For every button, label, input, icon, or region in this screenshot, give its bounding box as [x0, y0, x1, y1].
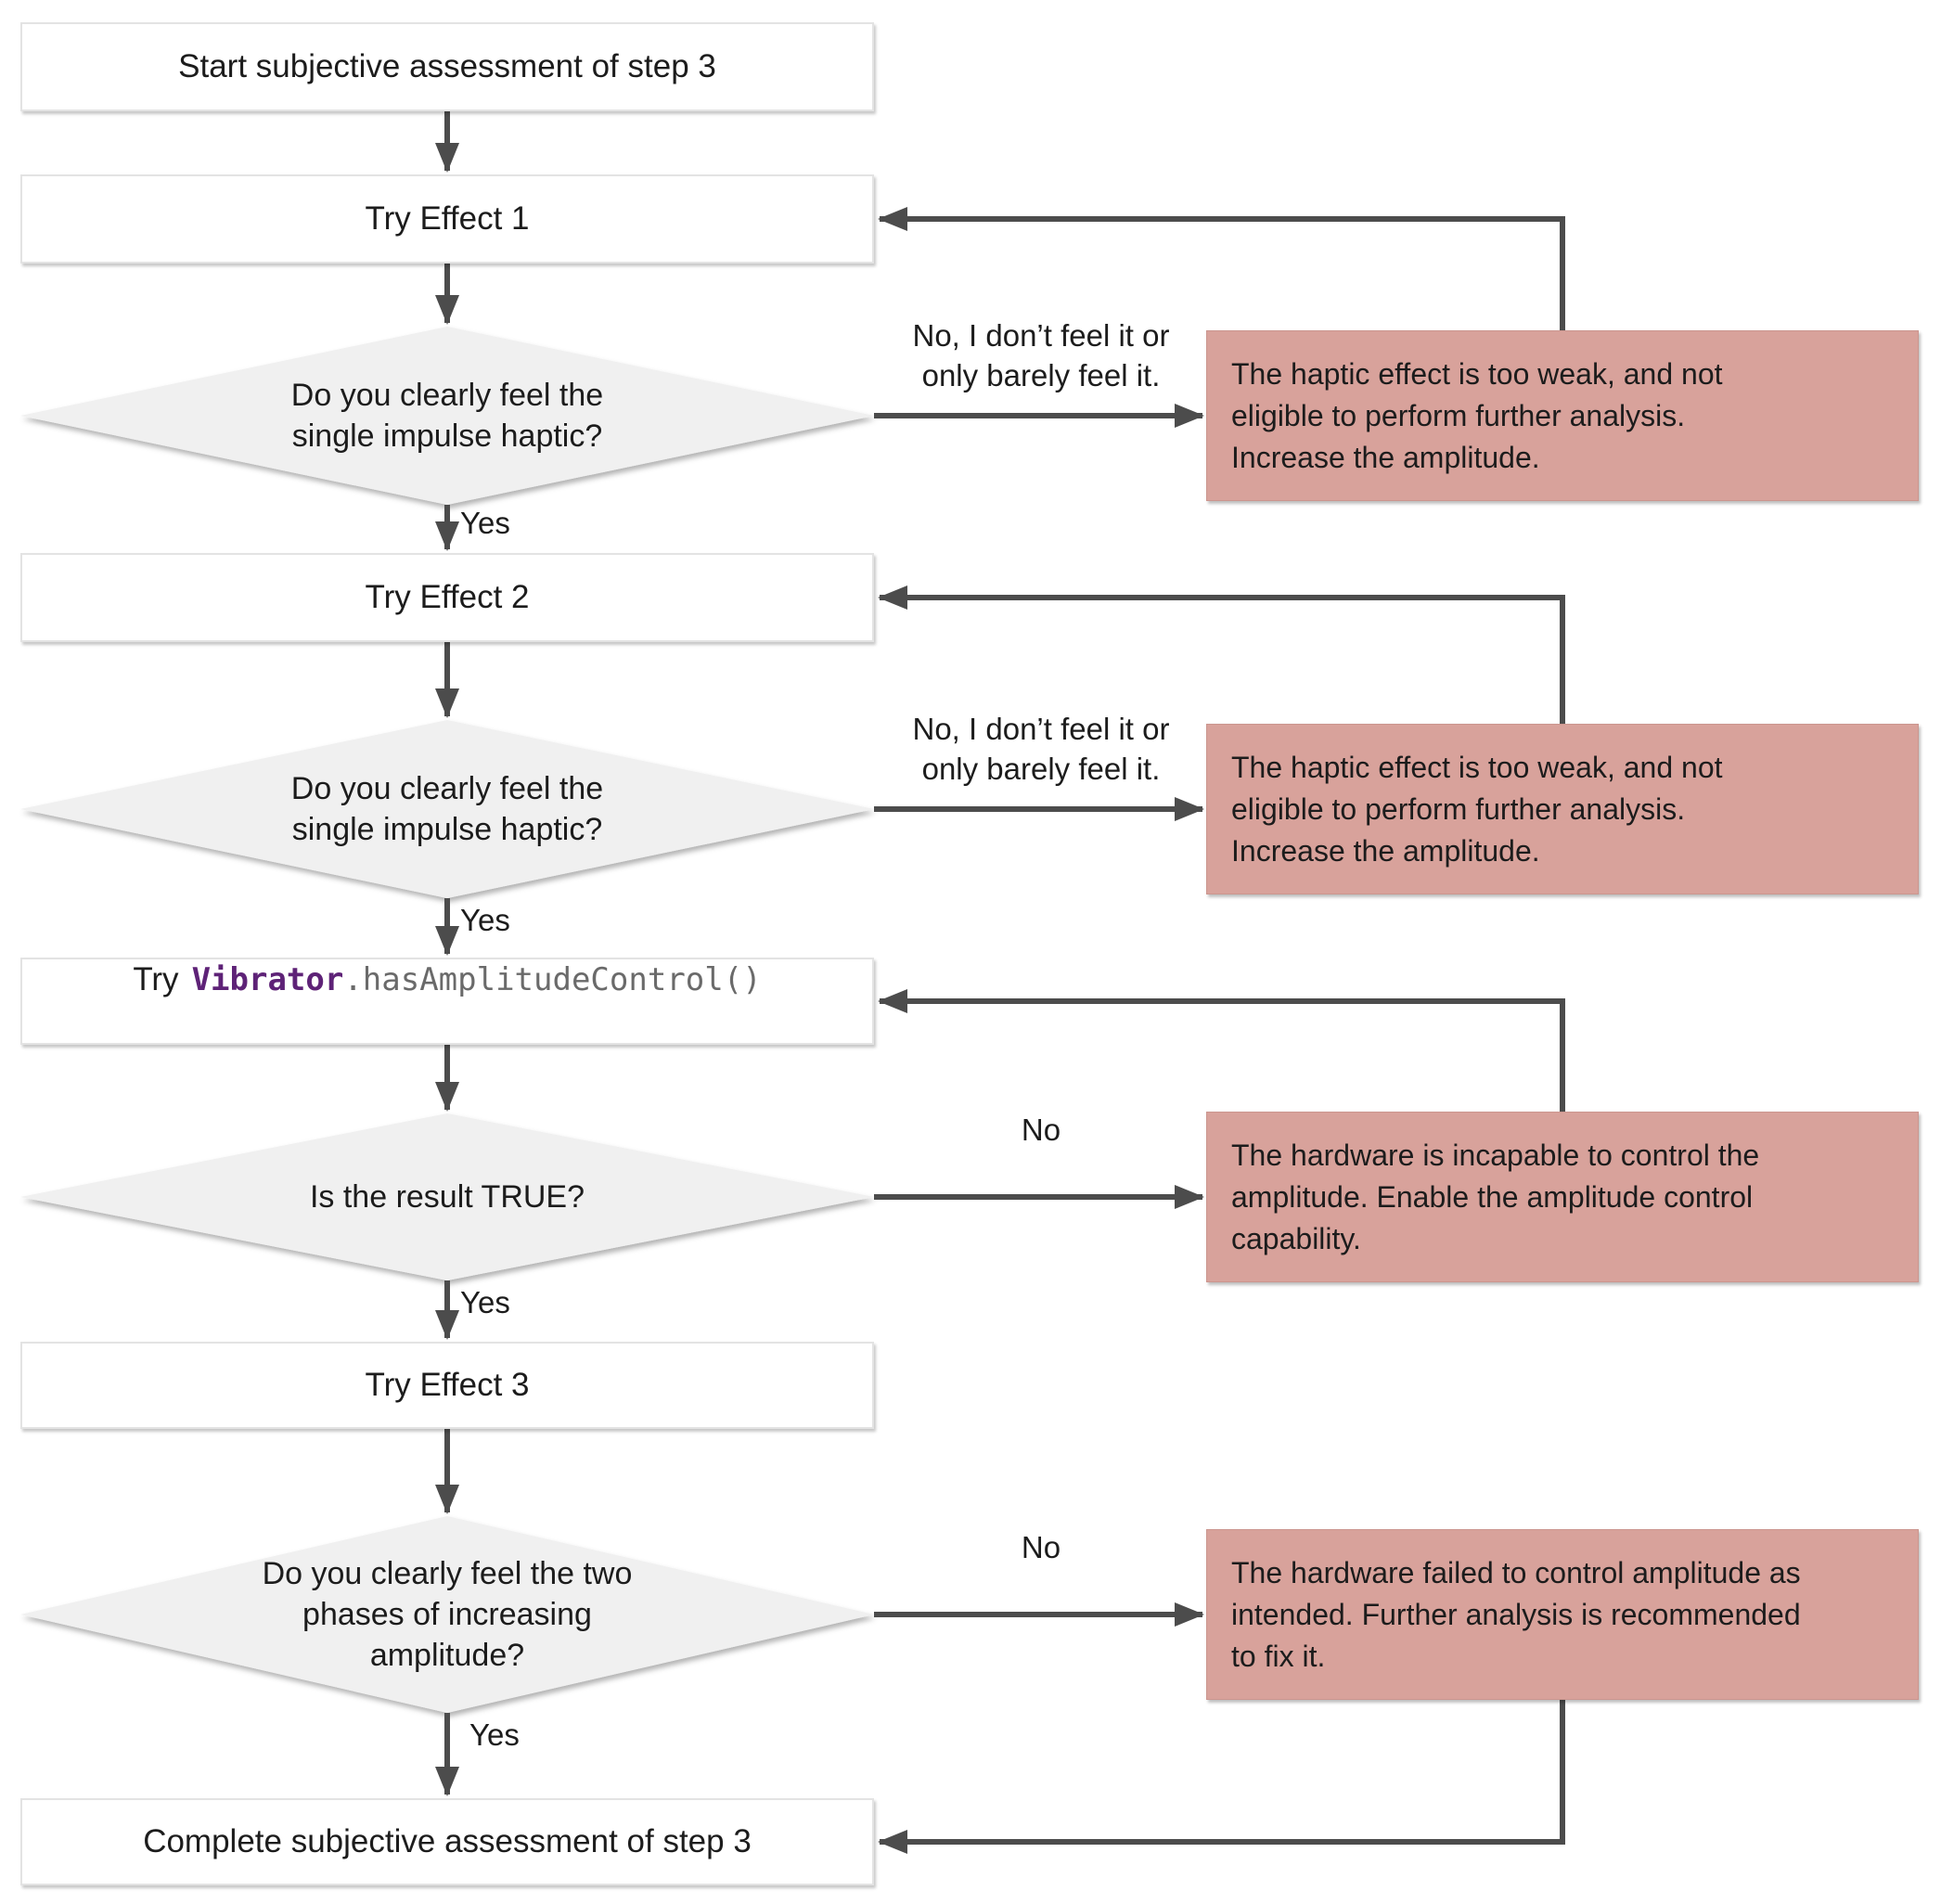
- try-effect-2-label: Try Effect 2: [365, 579, 530, 616]
- yes-label-4: Yes: [469, 1717, 520, 1752]
- alert-failed-control: The hardware failed to control amplitude…: [1206, 1529, 1919, 1700]
- start-node: Start subjective assessment of step 3: [20, 22, 874, 111]
- alert-too-weak-2: The haptic effect is too weak, and not e…: [1206, 724, 1919, 894]
- return-connector-alert1-to-try1: [878, 207, 1565, 330]
- decision-text-result-true: Is the result TRUE?: [309, 1179, 585, 1215]
- no-label-weak-1: No, I don’t feel it or only barely feel …: [912, 318, 1170, 392]
- yes-label-2: Yes: [460, 903, 510, 937]
- complete-node-label: Complete subjective assessment of step 3: [143, 1823, 752, 1860]
- return-connector-alert2-to-try2: [878, 585, 1565, 724]
- decision-diamond-3: [20, 1113, 874, 1280]
- try-effect-1-node: Try Effect 1: [20, 174, 874, 264]
- decision-text-two-phases: Do you clearly feel the two phases of in…: [262, 1556, 633, 1673]
- decision-text-impulse-1: Do you clearly feel the single impulse h…: [290, 378, 604, 454]
- try-effect-3-label: Try Effect 3: [365, 1367, 530, 1404]
- return-connector-alert4-to-complete: [878, 1700, 1565, 1854]
- try-effect-1-label: Try Effect 1: [365, 200, 530, 238]
- code-prefix-label: Try: [133, 961, 179, 997]
- yes-label-3: Yes: [460, 1285, 510, 1319]
- decision-diamond-1: [20, 327, 874, 505]
- code-method-label: .hasAmplitudeControl(): [343, 961, 762, 998]
- try-effect-3-node: Try Effect 3: [20, 1342, 874, 1429]
- alert-too-weak-1: The haptic effect is too weak, and not e…: [1206, 330, 1919, 501]
- no-label-4: No: [1021, 1530, 1061, 1564]
- alert-no-amplitude-control: The hardware is incapable to control the…: [1206, 1112, 1919, 1282]
- yes-label-1: Yes: [460, 506, 510, 540]
- return-connector-alert3-to-code: [878, 989, 1565, 1112]
- no-label-weak-2: No, I don’t feel it or only barely feel …: [912, 712, 1170, 786]
- code-object-label: Vibrator: [191, 961, 344, 998]
- decision-diamond-4: [20, 1516, 874, 1713]
- decision-diamond-2: [20, 720, 874, 898]
- code-node: Try Vibrator .hasAmplitudeControl(): [20, 958, 874, 1045]
- no-label-3: No: [1021, 1113, 1061, 1147]
- try-effect-2-node: Try Effect 2: [20, 553, 874, 642]
- decision-text-impulse-2: Do you clearly feel the single impulse h…: [290, 771, 604, 847]
- complete-node: Complete subjective assessment of step 3: [20, 1798, 874, 1885]
- start-node-label: Start subjective assessment of step 3: [178, 48, 716, 85]
